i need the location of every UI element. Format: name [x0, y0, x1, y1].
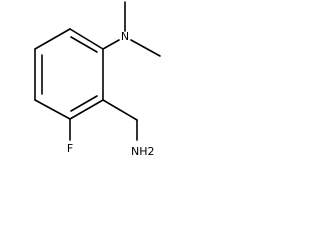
ring-double-bond-bottom: [70, 95, 98, 112]
fluorine-label: F: [67, 142, 73, 155]
molecule-structure: N NH2 F: [34, 1, 161, 158]
ring-bond-top-right: [69, 28, 104, 50]
ring-to-ch2-bond: [102, 99, 138, 121]
ring-double-bond-top: [70, 36, 98, 53]
ring-bond-top: [34, 28, 71, 50]
nitrogen-dimethylamino-label: N: [121, 30, 129, 43]
ring-bond-bottom-left: [34, 99, 71, 120]
ring-bond-bottom-right: [69, 99, 104, 120]
structure-canvas: N NH2 F: [0, 0, 166, 172]
n-methyl-right-bond: [130, 39, 161, 57]
ring-to-n-bond: [102, 39, 120, 50]
aminomethyl-nh2-label: NH2: [131, 145, 155, 158]
